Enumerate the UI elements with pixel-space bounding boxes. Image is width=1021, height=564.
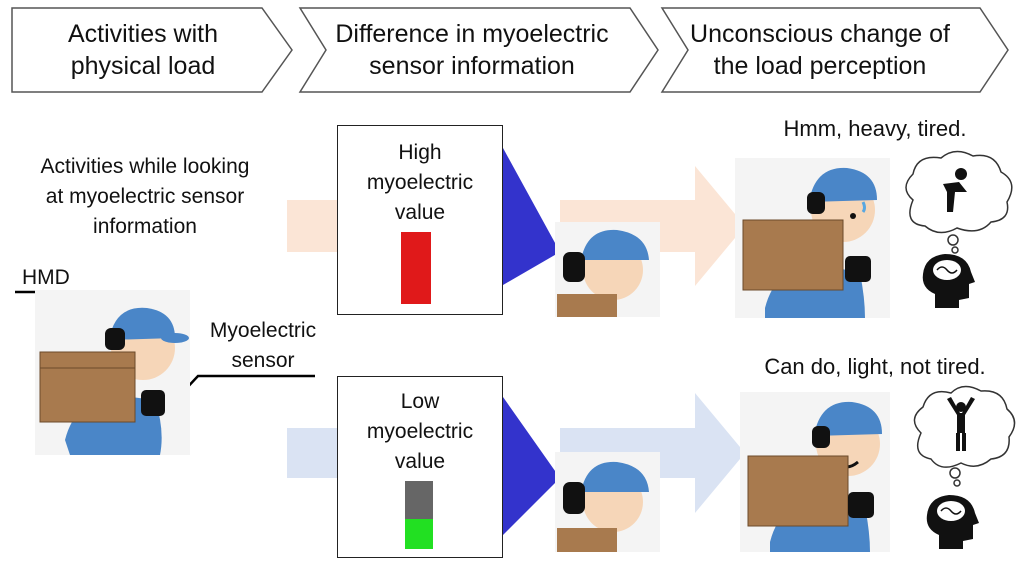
low-value-label: Low myoelectric value — [338, 387, 502, 477]
high-level-fill — [401, 232, 431, 304]
header-step-3-line1: Unconscious change of — [690, 20, 950, 48]
high-line1: High — [398, 141, 442, 164]
top-arrow-stub — [287, 200, 337, 252]
energetic-figure-icon — [947, 397, 975, 451]
activity-line2: at myoelectric sensor — [45, 185, 245, 208]
header-step-1-line1: Activities with — [67, 20, 219, 48]
sensor-leader-line — [167, 374, 315, 409]
low-level-meter — [405, 481, 433, 549]
header-step-2-line1: Difference in myoelectric — [335, 20, 609, 48]
low-value-box: Low myoelectric value — [337, 376, 503, 558]
worker-view-high-illustration — [555, 222, 660, 317]
thought-tired — [905, 150, 1013, 308]
high-line2: myoelectric — [366, 171, 474, 194]
high-value-box: High myoelectric value — [337, 125, 503, 315]
low-line2: myoelectric — [366, 420, 474, 443]
sensor-line2: sensor — [231, 349, 295, 372]
activity-line1: Activities while looking — [40, 155, 250, 178]
bottom-arrow-stub — [287, 428, 337, 478]
low-caption: Can do, light, not tired. — [764, 354, 986, 379]
header-step-2-shape — [298, 7, 659, 93]
worker-main-illustration — [35, 290, 190, 455]
low-line3: value — [394, 450, 446, 473]
worker-view-low-illustration — [555, 452, 660, 552]
header-step-3-shape — [660, 7, 1009, 93]
top-view-triangle — [503, 148, 560, 285]
header-chevrons — [11, 7, 1009, 93]
brain-head-icon — [926, 495, 979, 549]
tired-figure-icon — [943, 168, 967, 212]
bottom-view-triangle — [503, 397, 560, 535]
thought-energetic — [913, 385, 1016, 549]
hmd-label: HMD — [22, 266, 70, 289]
high-level-meter — [401, 232, 431, 304]
header-step-2: Difference in myoelectric sensor informa… — [302, 18, 642, 82]
sensor-line1: Myoelectric — [209, 319, 317, 342]
high-value-label: High myoelectric value — [338, 138, 502, 228]
sensor-label: Myoelectric sensor — [188, 316, 338, 376]
header-step-3: Unconscious change of the load perceptio… — [655, 18, 985, 82]
header-step-3-line2: the load perception — [713, 52, 927, 80]
thought-cloud-icon — [905, 150, 1013, 254]
low-level-fill — [405, 519, 433, 549]
low-line1: Low — [400, 390, 440, 413]
brain-head-icon — [922, 254, 975, 308]
high-line3: value — [394, 201, 446, 224]
activity-description: Activities while looking at myoelectric … — [10, 152, 280, 242]
hmd-device-icon — [105, 328, 125, 350]
high-caption: Hmm, heavy, tired. — [783, 116, 967, 141]
sensor-device-icon — [141, 390, 165, 416]
worker-energetic-illustration — [740, 392, 890, 552]
activity-line3: information — [93, 215, 197, 238]
header-step-1-shape — [11, 7, 293, 93]
header-step-1-line2: physical load — [70, 52, 216, 80]
header-step-1: Activities with physical load — [12, 18, 274, 82]
header-step-2-line2: sensor information — [369, 52, 575, 80]
worker-tired-illustration — [735, 158, 890, 318]
